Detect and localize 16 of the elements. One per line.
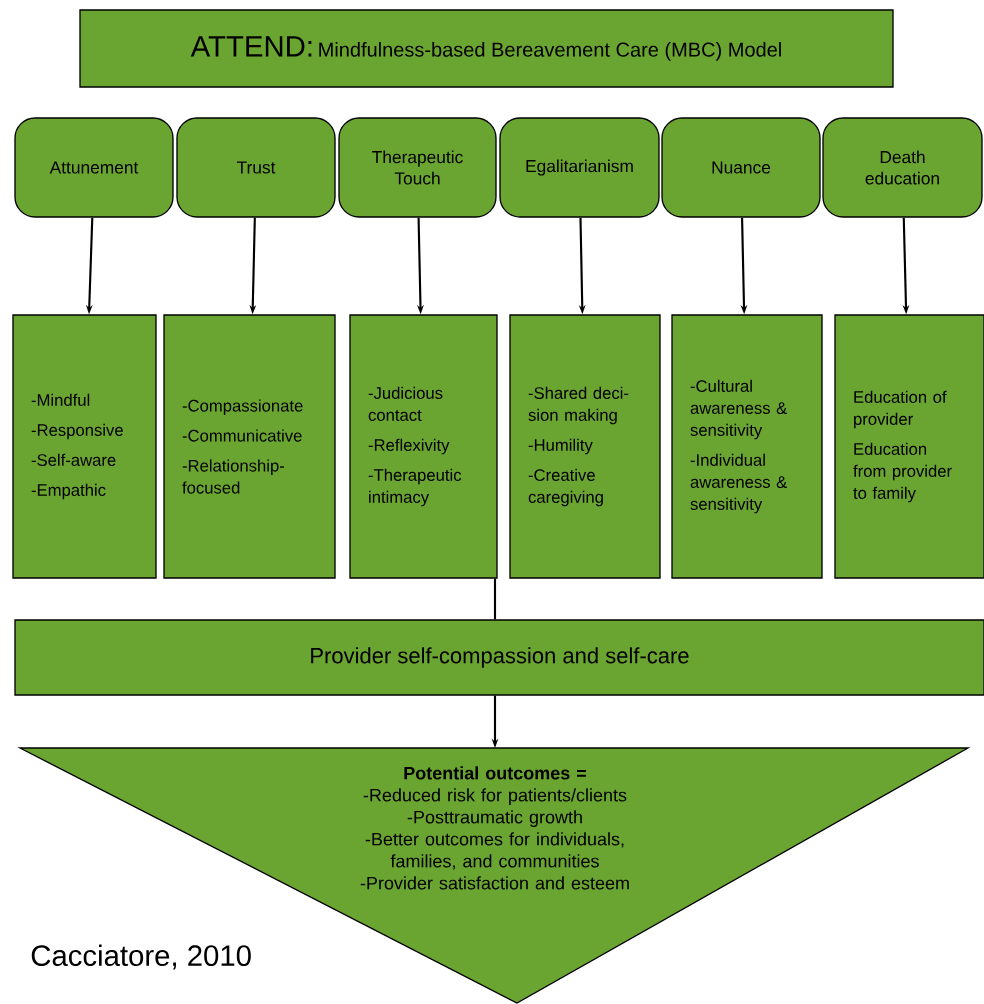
principle-box: Attunement bbox=[14, 117, 174, 218]
practice-band: Provider self-compassion and self-care bbox=[14, 619, 984, 696]
attribute-box: -Cultural awareness & sensitivity -Individual awareness & sensitivity bbox=[671, 314, 823, 579]
connector-line bbox=[493, 578, 497, 620]
title-box: ATTEND: Mindfulness-based Bereavement Care (MBC) Model bbox=[79, 9, 894, 88]
attribute-box: -Mindful -Responsive -Self-aware -Empathic bbox=[12, 314, 157, 579]
principle-box: Death education bbox=[822, 117, 983, 218]
attribute-box: -Judicious contact -Reflexivity -Therapeutic intimacy bbox=[349, 314, 498, 579]
principle-box: Egalitarianism bbox=[499, 117, 660, 218]
principle-box: Trust bbox=[176, 117, 336, 218]
attribute-box: -Shared deci- sion making -Humility -Creative caregiving bbox=[509, 314, 661, 579]
principle-box: Nuance bbox=[661, 117, 821, 218]
citation-label: Cacciatore, 2010 bbox=[31, 944, 251, 970]
attribute-box: -Compassionate -Communicative -Relationship- focused bbox=[163, 314, 336, 579]
principle-box: Therapeutic Touch bbox=[338, 117, 497, 218]
attribute-box: Education of provider Education from provider to family bbox=[834, 314, 984, 579]
